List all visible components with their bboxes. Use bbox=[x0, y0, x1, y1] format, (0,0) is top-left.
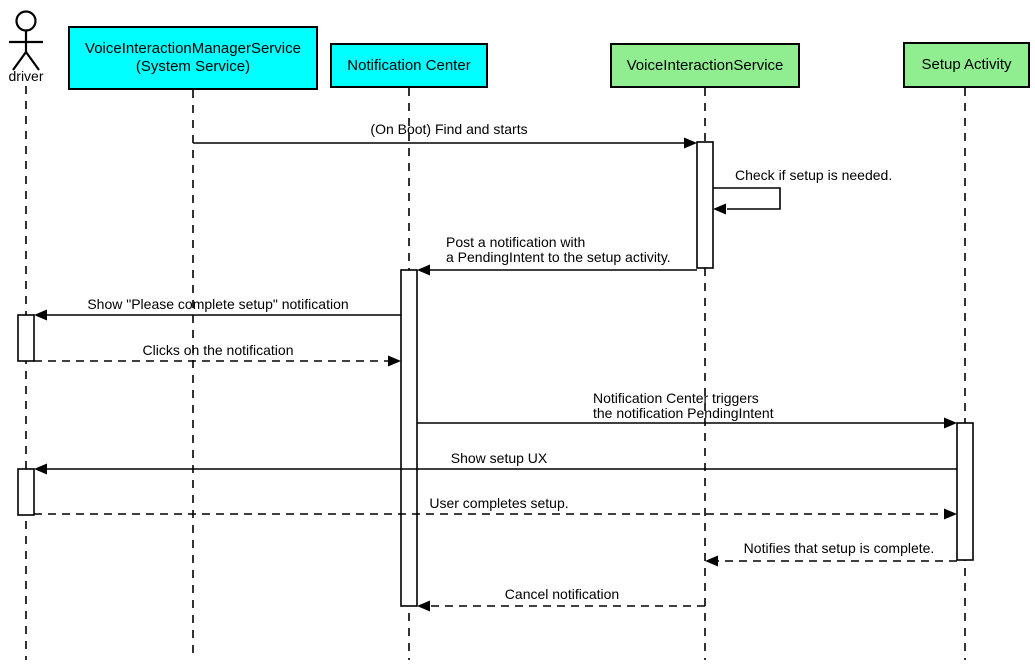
message-label-on-boot-find-and-starts: (On Boot) Find and starts bbox=[370, 121, 528, 137]
message-arrow-show-complete-setup-notification bbox=[34, 309, 401, 321]
activation-bar-driver-2 bbox=[17, 468, 35, 516]
message-arrow-triggers-pendingintent bbox=[417, 417, 957, 429]
activation-bar-voiceinteractionservice bbox=[696, 141, 714, 269]
message-arrow-check-if-setup-needed bbox=[713, 187, 781, 215]
activation-bar-driver-1 bbox=[17, 314, 35, 362]
driver-actor-icon bbox=[9, 10, 43, 71]
message-arrow-post-notification bbox=[417, 264, 697, 276]
message-label-show-complete-setup-notification: Show "Please complete setup" notificatio… bbox=[87, 296, 349, 312]
participant-voiceinteractionmanagerservice: VoiceInteractionManagerService (System S… bbox=[68, 26, 318, 90]
message-label-triggers-pendingintent: Notification Center triggers the notific… bbox=[593, 390, 774, 421]
message-arrow-clicks-on-notification bbox=[34, 355, 401, 367]
participant-notification-center: Notification Center bbox=[330, 43, 488, 88]
participant-voiceinteractionservice: VoiceInteractionService bbox=[610, 43, 800, 88]
message-arrow-on-boot-find-and-starts bbox=[193, 137, 697, 149]
participant-setup-activity: Setup Activity bbox=[903, 42, 1030, 88]
participant-sublabel: (System Service) bbox=[135, 58, 251, 75]
activation-bar-notification-center bbox=[400, 269, 418, 607]
message-label-clicks-on-notification: Clicks on the notification bbox=[142, 342, 294, 358]
message-label-post-notification: Post a notification with a PendingIntent… bbox=[446, 234, 671, 265]
message-arrow-notifies-setup-complete bbox=[705, 555, 957, 567]
participant-label: VoiceInteractionService bbox=[626, 56, 784, 74]
message-label-show-setup-ux: Show setup UX bbox=[450, 450, 548, 466]
message-label-notifies-setup-complete: Notifies that setup is complete. bbox=[743, 540, 935, 556]
activation-bar-setup-activity bbox=[956, 422, 974, 561]
participant-label: Notification Center bbox=[347, 56, 471, 74]
participant-label: Setup Activity bbox=[921, 56, 1012, 73]
participant-driver-label: driver bbox=[8, 68, 44, 84]
participant-label: VoiceInteractionManagerService bbox=[85, 40, 301, 57]
message-arrow-user-completes-setup bbox=[34, 508, 957, 520]
message-arrow-show-setup-ux bbox=[34, 463, 957, 475]
message-arrow-cancel-notification bbox=[417, 600, 705, 612]
message-label-check-if-setup-needed: Check if setup is needed. bbox=[735, 167, 893, 183]
message-label-user-completes-setup: User completes setup. bbox=[429, 495, 569, 511]
message-label-cancel-notification: Cancel notification bbox=[504, 586, 620, 602]
